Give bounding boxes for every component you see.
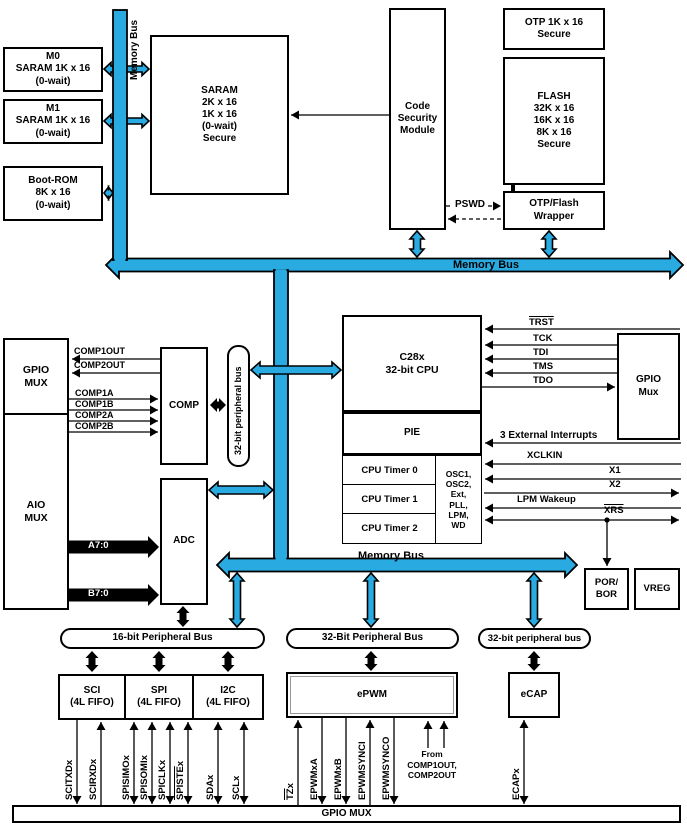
pie-box: PIE xyxy=(342,412,482,455)
signal-sclx-label: SCLx xyxy=(231,775,242,800)
m1-saram-box: M1 SARAM 1K x 16 (0-wait) xyxy=(3,99,103,144)
pswd-label: PSWD xyxy=(452,199,488,210)
cpu-timer0-box: CPU Timer 0 xyxy=(342,455,437,486)
signal-ecapx-label: ECAPx xyxy=(511,768,522,800)
bus-junction-patch-2 xyxy=(275,269,287,274)
epwm-box: ePWM xyxy=(286,672,458,718)
signal-spisimox-label: SPISIMOx xyxy=(121,755,132,800)
cpu-timer1-box: CPU Timer 1 xyxy=(342,484,437,515)
signal-epwmxb-label: EPWMxB xyxy=(333,758,344,800)
signal-scitxdx-label: SCITXDx xyxy=(64,759,75,800)
boot-rom-box: Boot-ROM 8K x 16 (0-wait) xyxy=(3,166,103,221)
flash-wrapper-link xyxy=(511,185,515,191)
signal-epwmxa-label: EPWMxA xyxy=(309,758,320,800)
aio-adc-b-arrow xyxy=(69,584,159,606)
aio-adc-a-arrow xyxy=(69,536,159,558)
adc-bus16-link xyxy=(176,606,190,627)
cpu-timer2-box: CPU Timer 2 xyxy=(342,513,437,544)
memory-bus-label: Memory Bus xyxy=(453,259,520,271)
cpu-memory-bus-vertical xyxy=(273,269,289,561)
comp2b-label: COMP2B xyxy=(75,421,114,431)
por-bor-box: POR/ BOR xyxy=(584,568,629,610)
trst-label: TRST xyxy=(529,317,554,328)
code-security-module-box: Code Security Module xyxy=(389,8,446,230)
sci-box: SCI (4L FIFO) xyxy=(58,674,126,720)
bus-conn-bus16 xyxy=(228,571,246,629)
bus16-i2c-link xyxy=(221,651,235,672)
aio-mux-box: AIO MUX xyxy=(3,413,69,610)
bus-junction-patch-1 xyxy=(114,257,126,262)
xclkin-label: XCLKIN xyxy=(527,450,563,461)
comp1a-label: COMP1A xyxy=(75,388,114,398)
adc-box: ADC xyxy=(160,478,208,605)
otp-box: OTP 1K x 16 Secure xyxy=(503,8,605,50)
b-bus-label: B7:0 xyxy=(88,588,109,599)
bus-conn-csm xyxy=(408,229,426,259)
gpio-mux-left-box: GPIO MUX xyxy=(3,338,69,415)
bus32-ecap-link xyxy=(527,651,541,671)
osc-pll-box: OSC1, OSC2, Ext, PLL, LPM, WD xyxy=(435,455,482,544)
tms-label: TMS xyxy=(533,361,554,372)
gpio-mux-bottom-box: GPIO MUX xyxy=(12,805,681,823)
signal-spistex-label: SPISTEx xyxy=(175,760,186,800)
i2c-box: I2C (4L FIFO) xyxy=(192,674,264,720)
lpm-wakeup-label: LPM Wakeup xyxy=(517,494,576,505)
peripheral-bus-32b-stadium: 32-bit peripheral bus xyxy=(478,628,591,649)
vreg-box: VREG xyxy=(634,568,680,610)
bus-junction-patch-4 xyxy=(275,557,287,562)
ecap-box: eCAP xyxy=(508,672,560,718)
tck-label: TCK xyxy=(533,333,553,344)
signal-spiclkx-label: SPICLKx xyxy=(157,759,168,800)
saram-box: SARAM 2K x 16 1K x 16 (0-wait) Secure xyxy=(150,35,289,195)
signal-epwmsynco-label: EPWMSYNCO xyxy=(381,736,392,800)
bus-conn-periphbus-cpu xyxy=(249,360,343,380)
comp1b-label: COMP1B xyxy=(75,399,114,409)
memory-bus-vertical xyxy=(112,9,128,261)
comp1out-label: COMP1OUT xyxy=(74,346,126,356)
gpio-mux-right-box: GPIO Mux xyxy=(617,333,680,440)
signal-tzx-label: TZx xyxy=(285,783,296,800)
tdi-label: TDI xyxy=(533,347,549,358)
m0-saram-box: M0 SARAM 1K x 16 (0-wait) xyxy=(3,47,103,92)
peripheral-bus-32-vertical xyxy=(227,345,250,467)
otp-flash-wrapper-box: OTP/Flash Wrapper xyxy=(503,191,605,230)
bus-conn-bus32b xyxy=(525,571,543,629)
bus-conn-bus32a xyxy=(362,571,380,629)
signal-scirxdx-label: SCIRXDx xyxy=(88,758,99,800)
spi-box: SPI (4L FIFO) xyxy=(124,674,194,720)
signal-epwmsynci-label: EPWMSYNCI xyxy=(357,741,368,800)
bus32-epwm-link xyxy=(364,651,378,671)
bus-conn-bootrom xyxy=(103,184,114,202)
peripheral-bus-16-stadium: 16-bit Peripheral Bus xyxy=(60,628,265,649)
tdo-label: TDO xyxy=(533,375,554,386)
bus16-sci-link xyxy=(85,651,99,672)
bus-junction-patch-3 xyxy=(275,366,287,374)
x2-label: X2 xyxy=(609,479,621,490)
comp-peripheralbus-link xyxy=(210,398,226,412)
flash-box: FLASH 32K x 16 16K x 16 8K x 16 Secure xyxy=(503,57,605,185)
memory-bus-horizontal xyxy=(104,249,685,281)
peripheral-bus-32a-stadium: 32-Bit Peripheral Bus xyxy=(286,628,459,649)
comp2a-label: COMP2A xyxy=(75,410,114,420)
bus-conn-adc xyxy=(207,480,275,500)
memory-bus-2 xyxy=(215,550,579,580)
x1-label: X1 xyxy=(609,465,621,476)
memory-bus-vertical-label: Memory Bus xyxy=(129,19,140,80)
ext-interrupts-label: 3 External Interrupts xyxy=(500,430,598,441)
xrs-label: XRS xyxy=(604,505,624,516)
comp2out-label: COMP2OUT xyxy=(74,360,126,370)
bus-conn-wrapper xyxy=(540,229,558,259)
bus16-spi-link xyxy=(152,651,166,672)
signal-spisomix-label: SPISOMIx xyxy=(139,755,150,800)
signal-sdax-label: SDAx xyxy=(205,774,216,800)
cpu-box: C28x 32-bit CPU xyxy=(342,315,482,412)
comp-box: COMP xyxy=(160,347,208,465)
peripheral-bus-32-vertical-label: 32-bit peripheral bus xyxy=(233,366,243,455)
a-bus-label: A7:0 xyxy=(88,540,109,551)
from-comp-label: From COMP1OUT, COMP2OUT xyxy=(407,749,457,781)
memory-bus-label-2: Memory Bus xyxy=(358,550,425,562)
